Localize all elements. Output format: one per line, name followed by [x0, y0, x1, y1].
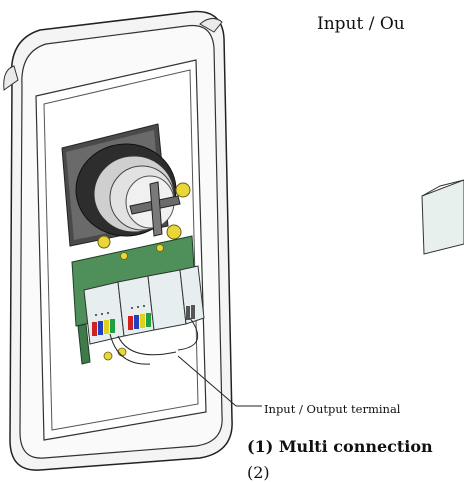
- terminal-blocks: [83, 265, 205, 361]
- page-title: Input / Ou: [317, 14, 405, 34]
- terminal-callout-label: Input / Output terminal: [264, 402, 401, 416]
- rotary-switch: [75, 143, 191, 249]
- wire-leads: [109, 317, 199, 365]
- list-item-1: (1) Multi connection: [247, 437, 433, 456]
- device-illustration: [3, 10, 464, 471]
- list-item-2: (2): [247, 463, 270, 482]
- outer-bezel: [3, 10, 233, 471]
- second-device-box: [421, 179, 464, 255]
- callout-leader: [177, 355, 237, 407]
